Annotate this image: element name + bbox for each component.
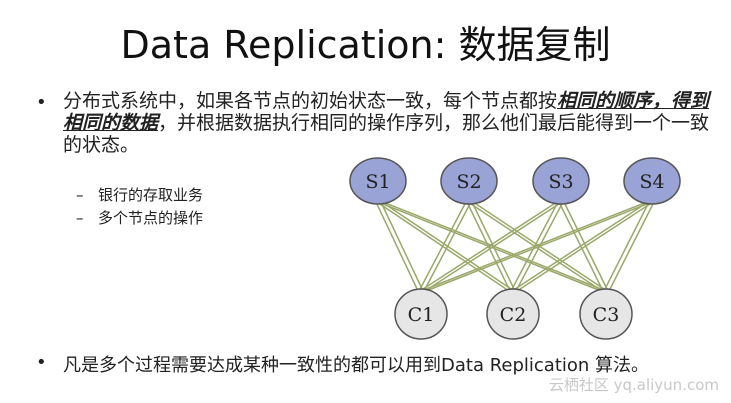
server-s4-label: S4 [639,171,664,193]
replication-edge [422,200,473,293]
replication-edge [423,200,564,293]
replication-edge [374,200,420,293]
replication-edge [423,200,655,293]
slide-title: Data Replication: 数据复制 [120,23,611,67]
sub-item-label: 多个节点的操作 [98,209,204,227]
client-c3-node [579,288,633,340]
bullet-paragraph: 分布式系统中，如果各节点的初始状态一致，每个节点都按相同的顺序，得到相同的数据，… [63,90,713,156]
bullet1-highlight: 相同的顺序，得到相同的数据 [63,90,710,134]
client-c1-node [394,288,448,340]
client-c2-node [486,288,540,340]
client-c1-label: C1 [408,304,435,326]
sub-item: –多个节点的操作 [76,207,203,228]
sub-dash: – [76,209,84,227]
sub-dash: – [76,186,84,204]
replication-edge [607,200,656,293]
bullet-marker: • [36,352,47,373]
bullet-marker: • [36,92,47,113]
replication-edge [417,200,468,293]
replication-edge [379,200,425,293]
server-s3-label: S3 [548,171,573,193]
server-s2-node [440,157,498,205]
server-s1-node [349,157,407,205]
bullet1-text-before: 分布式系统中，如果各节点的初始状态一致，每个节点都按 [63,90,558,112]
server-s1-label: S1 [365,171,390,193]
replication-edge [515,200,655,293]
client-c2-label: C2 [500,304,527,326]
client-c3-label: C3 [593,304,620,326]
watermark: 云栖社区 yq.aliyun.com [548,376,719,394]
bullet1-text-after: ，并根据数据执行相同的操作序列，那么他们最后能得到一个一致的状态。 [63,112,710,156]
sub-item-label: 银行的存取业务 [98,186,204,204]
replication-edge [602,200,651,293]
sub-item: –银行的存取业务 [76,184,203,205]
diagram-edges [374,200,656,293]
server-s2-label: S2 [456,171,481,193]
replication-edge [510,200,650,293]
bottom-bullet-text: 凡是多个过程需要达成某种一致性的都可以用到Data Replication 算法… [63,355,650,376]
replication-edge [418,200,559,293]
server-s3-node [532,157,590,205]
replication-edge [418,200,650,293]
server-s4-node [623,157,681,205]
